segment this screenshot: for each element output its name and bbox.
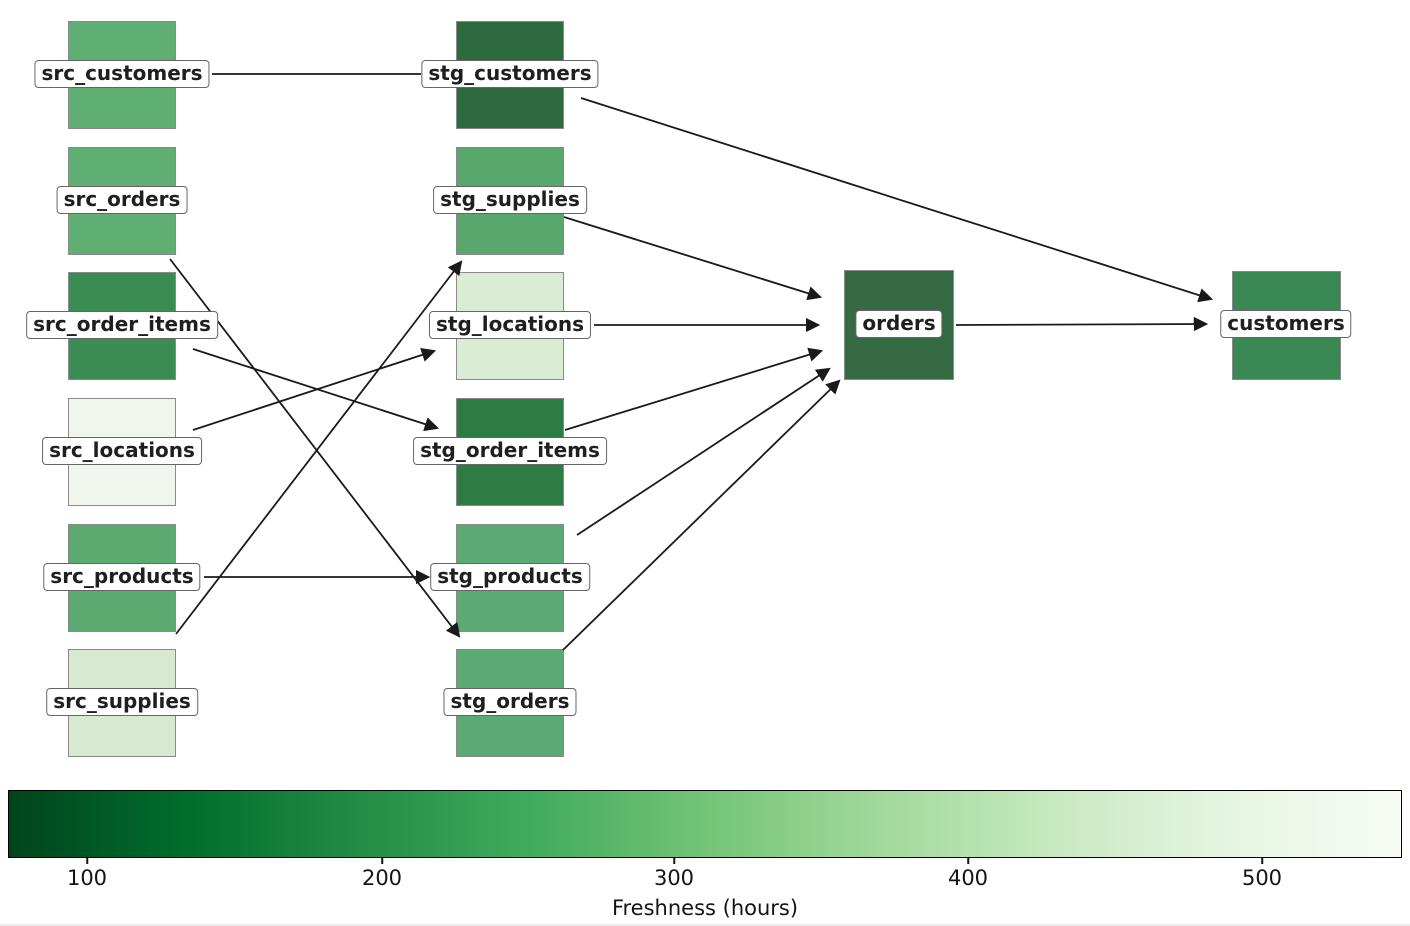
colorbar-tick-100	[86, 858, 88, 864]
node-label-stg_orders: stg_orders	[443, 688, 577, 716]
node-label-stg_customers: stg_customers	[421, 60, 599, 88]
bottom-hairline	[0, 924, 1410, 926]
node-label-stg_supplies: stg_supplies	[433, 186, 587, 214]
colorbar-tick-500	[1261, 858, 1263, 864]
node-label-src_customers: src_customers	[34, 60, 210, 88]
edge-src_orders-to-stg_orders	[169, 258, 461, 638]
colorbar-tick-200	[381, 858, 383, 864]
colorbar-tick-label-100: 100	[66, 866, 108, 890]
node-label-stg_order_items: stg_order_items	[413, 437, 607, 465]
edge-src_order_items-to-stg_order_items	[192, 348, 440, 432]
node-label-src_orders: src_orders	[56, 186, 188, 214]
colorbar	[8, 790, 1402, 858]
colorbar-tick-label-200: 200	[361, 866, 403, 890]
node-label-customers: customers	[1220, 310, 1352, 338]
edge-src_supplies-to-stg_supplies	[175, 260, 463, 635]
colorbar-tick-400	[967, 858, 969, 864]
edge-stg_supplies-to-orders	[563, 216, 823, 301]
node-label-src_locations: src_locations	[42, 437, 202, 465]
node-label-stg_products: stg_products	[430, 563, 590, 591]
colorbar-tick-300	[673, 858, 675, 864]
colorbar-axis-label: Freshness (hours)	[611, 896, 799, 920]
node-label-src_products: src_products	[43, 563, 201, 591]
node-label-src_order_items: src_order_items	[26, 311, 218, 339]
colorbar-tick-label-300: 300	[653, 866, 695, 890]
edge-src_locations-to-stg_locations	[192, 347, 437, 431]
colorbar-gradient	[8, 790, 1402, 858]
edge-stg_orders-to-orders	[562, 379, 841, 651]
edge-stg_customers-to-customers	[580, 97, 1214, 303]
edge-orders-to-customers	[955, 316, 1209, 332]
node-label-orders: orders	[855, 310, 943, 338]
edge-stg_order_items-to-orders	[564, 347, 824, 431]
colorbar-tick-label-400: 400	[947, 866, 989, 890]
colorbar-tick-label-500: 500	[1241, 866, 1283, 890]
edge-stg_products-to-orders	[576, 367, 831, 536]
node-label-src_supplies: src_supplies	[46, 688, 198, 716]
node-label-stg_locations: stg_locations	[428, 311, 592, 339]
